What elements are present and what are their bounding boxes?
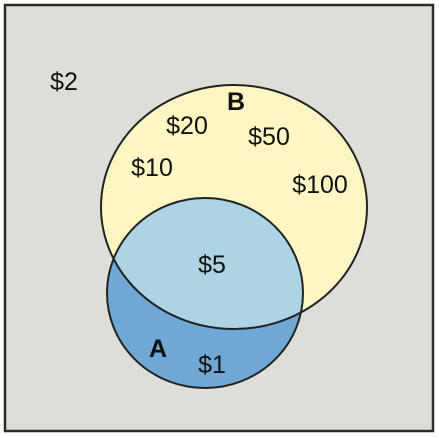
- b-only-item: $100: [292, 171, 348, 199]
- b-only-item: $10: [131, 154, 173, 182]
- outside-item: $2: [50, 68, 78, 96]
- intersection-region: [107, 198, 303, 329]
- b-only-item: $20: [166, 112, 208, 140]
- set-a-outline: [106, 197, 304, 389]
- set-a-label: A: [149, 335, 167, 363]
- b-only-item: $50: [248, 123, 290, 151]
- intersection-item: $5: [198, 251, 226, 279]
- a-only-item: $1: [198, 351, 226, 379]
- set-b-label: B: [227, 88, 245, 116]
- set-b-outline: [100, 84, 368, 330]
